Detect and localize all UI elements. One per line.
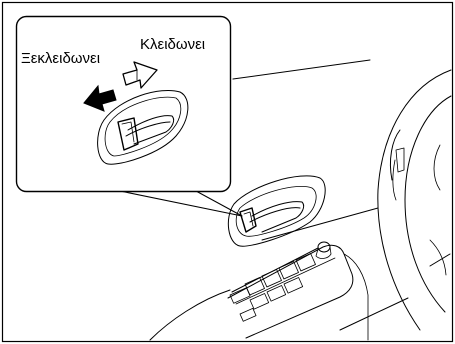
arrow-right-outline-icon [122, 61, 158, 89]
callout-box [15, 15, 243, 217]
arrow-left-solid-icon [83, 84, 117, 112]
unlock-label: Ξεκλειδωνει [21, 50, 100, 67]
door-handle-enlarged [97, 89, 189, 165]
door-interior-illustration [149, 59, 452, 341]
door-handle-small [227, 175, 326, 247]
window-switches [229, 241, 332, 322]
lock-label: Κλειδωνει [140, 36, 205, 53]
